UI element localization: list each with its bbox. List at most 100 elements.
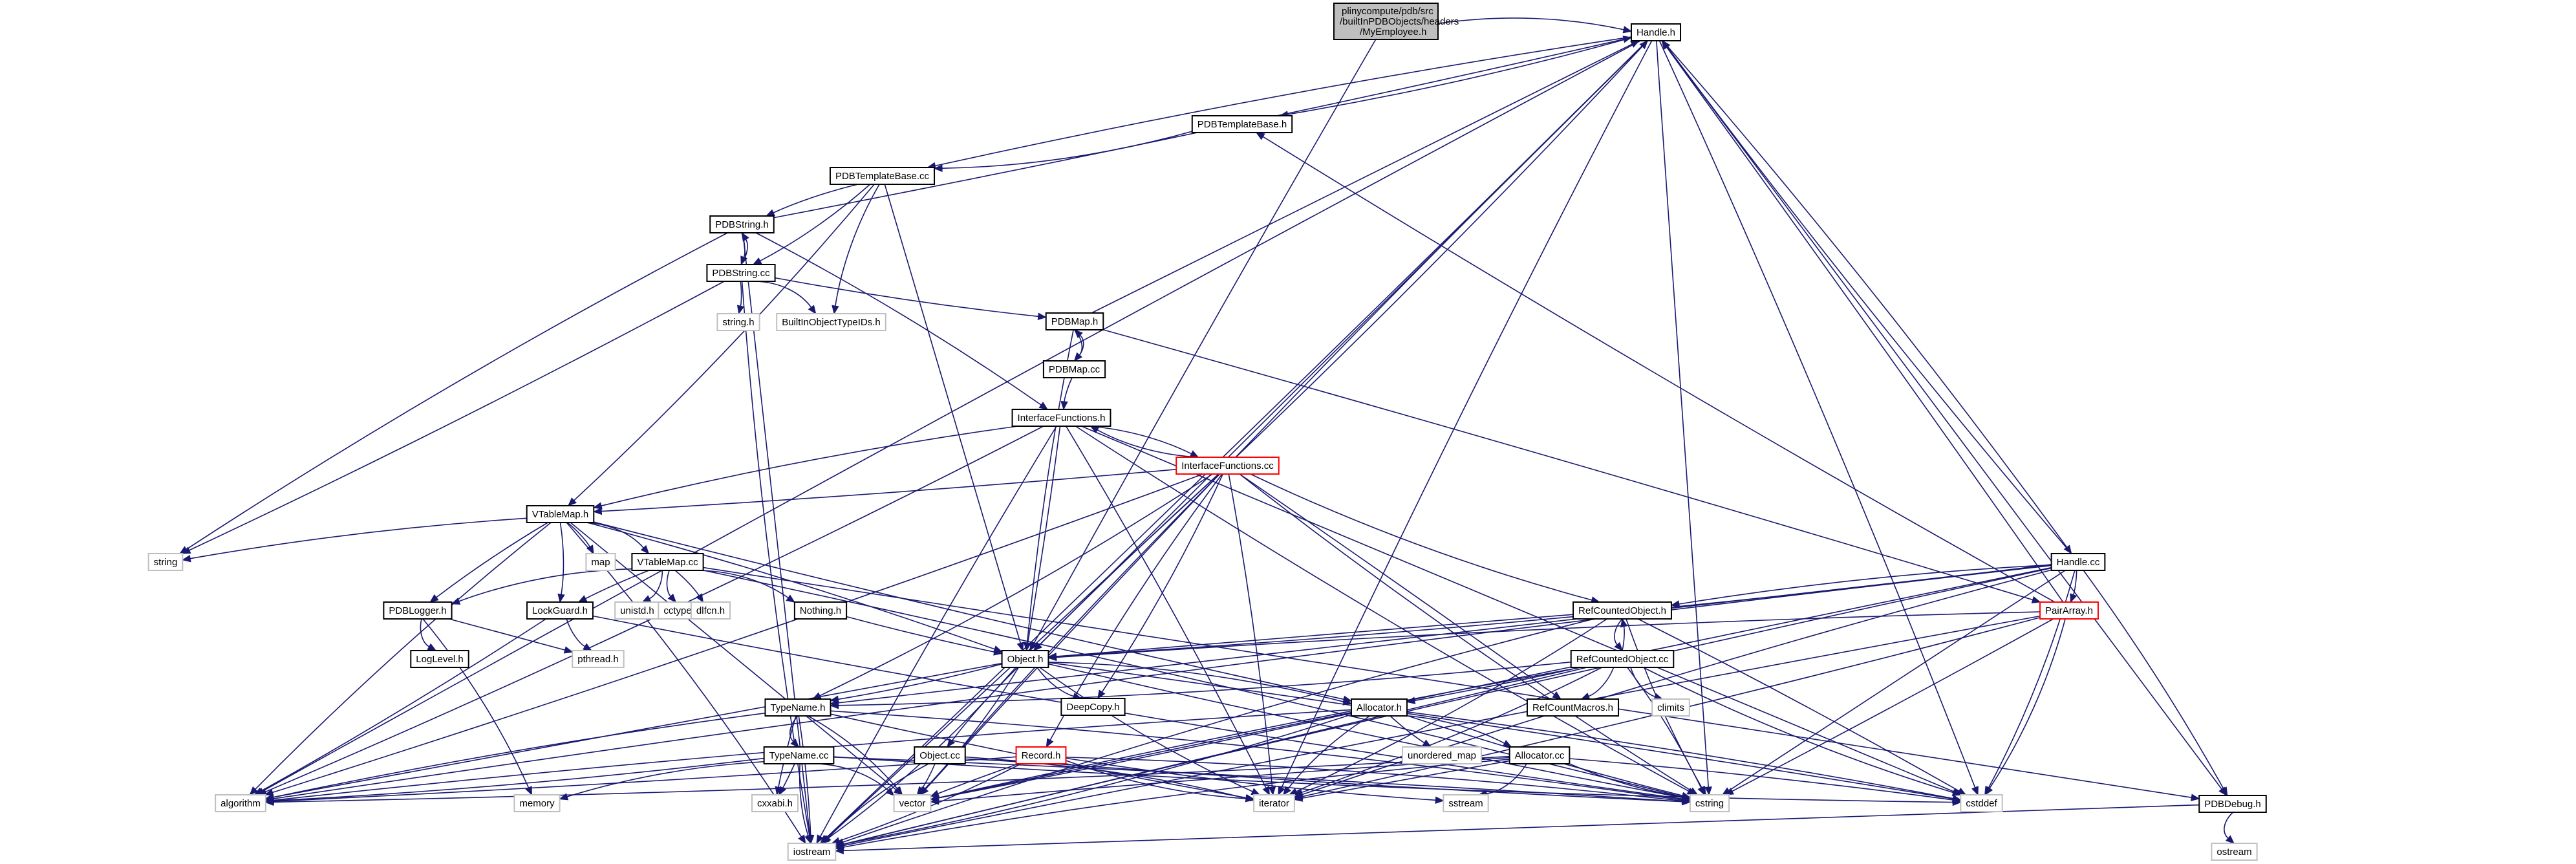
- arrowhead-icon: [808, 305, 817, 315]
- node-cstddef[interactable]: cstddef: [1960, 794, 2003, 812]
- node-object-h[interactable]: Object.h: [1001, 650, 1049, 668]
- node-pairarray-h[interactable]: PairArray.h: [2039, 601, 2099, 620]
- node-cstring[interactable]: cstring: [1689, 794, 1730, 812]
- node-label: PDBDebug.h: [2204, 799, 2261, 810]
- node-handle-h[interactable]: Handle.h: [1630, 23, 1682, 41]
- node-map[interactable]: map: [585, 553, 616, 571]
- edge-pdbdebug-h-to-ostream: [2224, 812, 2233, 839]
- node-box: [383, 601, 453, 620]
- node-typename-h[interactable]: TypeName.h: [764, 698, 832, 717]
- edge-pdbstring-h-to-interfacefunctions-h: [755, 232, 1042, 405]
- node-object-cc[interactable]: Object.cc: [914, 746, 966, 764]
- arrowhead-icon: [1047, 653, 1057, 660]
- node-pdbmap-h[interactable]: PDBMap.h: [1045, 312, 1104, 330]
- edge-handle-h-to-pdbtemplatebase-cc: [935, 36, 1632, 167]
- edge-interfacefunctions-cc-to-algorithm: [272, 473, 1203, 794]
- node-allocator-cc[interactable]: Allocator.cc: [1508, 746, 1571, 764]
- node-box: [751, 794, 799, 812]
- edge-pdblogger-h-to-pthread-h: [449, 618, 565, 651]
- edge-pdbmap-h-to-handle-h: [1091, 43, 1633, 314]
- node-refcountmacros-h[interactable]: RefCountMacros.h: [1526, 698, 1620, 717]
- node-box: [572, 650, 625, 668]
- node-dlfcn-h[interactable]: dlfcn.h: [690, 601, 731, 620]
- edge-allocator-cc-to-cstddef: [1569, 758, 1953, 801]
- node-root-myemployee-h[interactable]: plinycompute/pdb/src /builtInPDBObjects/…: [1333, 3, 1459, 40]
- node-iterator[interactable]: iterator: [1253, 794, 1295, 812]
- node-label: unordered_map: [1408, 750, 1476, 761]
- edge-typename-h-to-cstring: [830, 710, 1683, 801]
- node-record-h[interactable]: Record.h: [1015, 746, 1067, 764]
- node-ostream[interactable]: ostream: [2211, 843, 2258, 861]
- node-pdbtemplatebase-cc[interactable]: PDBTemplateBase.cc: [829, 167, 936, 185]
- node-box: [1402, 746, 1482, 764]
- arrowhead-icon: [1282, 786, 1291, 796]
- node-string-h[interactable]: string.h: [716, 313, 760, 331]
- edge-root-to-handle-h: [1437, 17, 1624, 30]
- node-nothing-h[interactable]: Nothing.h: [793, 601, 848, 620]
- edge-typename-h-to-algorithm: [273, 712, 766, 798]
- node-pdbtemplatebase-h[interactable]: PDBTemplateBase.h: [1191, 115, 1293, 133]
- edge-object-h-to-cstddef: [1048, 662, 1953, 799]
- node-label: cctype: [663, 605, 691, 616]
- node-box: [1191, 115, 1293, 133]
- arrowhead-icon: [1293, 788, 1304, 796]
- node-pthread-h[interactable]: pthread.h: [572, 650, 625, 668]
- node-refcountedobject-h[interactable]: RefCountedObject.h: [1572, 601, 1672, 620]
- node-vtablemap-cc[interactable]: VTableMap.cc: [631, 553, 704, 571]
- node-pdbdebug-h[interactable]: PDBDebug.h: [2198, 795, 2267, 813]
- node-box: [2211, 843, 2258, 861]
- node-sstream[interactable]: sstream: [1443, 794, 1489, 812]
- edge-pdblogger-h-to-memory: [422, 618, 530, 788]
- edge-vtablemap-h-to-pdblogger-h: [436, 522, 548, 598]
- node-box: [1960, 794, 2003, 812]
- node-unordered-map[interactable]: unordered_map: [1402, 746, 1482, 764]
- node-string[interactable]: string: [147, 553, 184, 571]
- node-memory[interactable]: memory: [513, 794, 561, 812]
- edge-handle-cc-to-algorithm: [273, 565, 2052, 799]
- node-label: PDBString.cc: [712, 268, 770, 279]
- node-label: unistd.h: [620, 605, 654, 616]
- edge-lockguard-h-to-algorithm: [261, 618, 546, 792]
- node-interfacefunctions-cc[interactable]: InterfaceFunctions.cc: [1175, 457, 1280, 475]
- edge-refcountedobject-cc-to-typename-h: [838, 661, 1571, 706]
- arrowhead-icon: [695, 593, 704, 603]
- node-interfacefunctions-h[interactable]: InterfaceFunctions.h: [1011, 409, 1111, 427]
- edge-vtablemap-cc-to-dlfcn-h: [674, 570, 700, 596]
- arrowhead-icon: [741, 232, 749, 242]
- edge-object-cc-to-cstring: [965, 756, 1682, 803]
- node-loglevel-h[interactable]: LogLevel.h: [410, 650, 469, 668]
- node-pdblogger-h[interactable]: PDBLogger.h: [383, 601, 453, 620]
- node-typename-cc[interactable]: TypeName.cc: [763, 746, 835, 764]
- node-cxxabi-h[interactable]: cxxabi.h: [751, 794, 799, 812]
- node-box: [526, 505, 595, 523]
- node-unistd-h[interactable]: unistd.h: [614, 601, 660, 620]
- node-lockguard-h[interactable]: LockGuard.h: [526, 601, 594, 620]
- edge-vtablemap-h-to-allocator-h: [594, 521, 1344, 700]
- arrowhead-icon: [427, 643, 437, 651]
- edge-interfacefunctions-h-to-cstring: [1075, 426, 1689, 792]
- node-handle-cc[interactable]: Handle.cc: [2050, 553, 2106, 571]
- node-builtinobjecttypeids-h[interactable]: BuiltInObjectTypeIDs.h: [776, 313, 886, 331]
- edge-refcountedobject-cc-to-cstring: [1627, 667, 1702, 788]
- edge-interfacefunctions-h-to-iostream: [819, 426, 1057, 837]
- node-algorithm[interactable]: algorithm: [215, 794, 266, 812]
- arrowhead-icon: [1293, 794, 1304, 802]
- node-iostream[interactable]: iostream: [787, 843, 837, 861]
- node-pdbstring-h[interactable]: PDBString.h: [709, 215, 775, 233]
- node-box: [2050, 553, 2106, 571]
- arrowhead-icon: [1250, 788, 1261, 795]
- edge-object-h-to-object-cc: [951, 667, 1018, 741]
- node-vtablemap-h[interactable]: VTableMap.h: [526, 505, 595, 523]
- node-vector[interactable]: vector: [893, 794, 932, 812]
- arrowhead-icon: [1016, 642, 1024, 652]
- node-pdbstring-cc[interactable]: PDBString.cc: [706, 264, 776, 282]
- node-climits[interactable]: climits: [1651, 698, 1690, 717]
- node-pdbmap-cc[interactable]: PDBMap.cc: [1042, 360, 1106, 378]
- node-refcountedobject-cc[interactable]: RefCountedObject.cc: [1570, 650, 1675, 668]
- edge-pdbstring-cc-to-pdbmap-h: [775, 277, 1038, 318]
- edge-allocator-h-to-iterator: [1287, 715, 1371, 789]
- node-deepcopy-h[interactable]: DeepCopy.h: [1060, 698, 1126, 716]
- node-allocator-h[interactable]: Allocator.h: [1350, 698, 1408, 717]
- node-label: cstddef: [1966, 798, 1997, 809]
- node-cctype[interactable]: cctype: [658, 601, 698, 620]
